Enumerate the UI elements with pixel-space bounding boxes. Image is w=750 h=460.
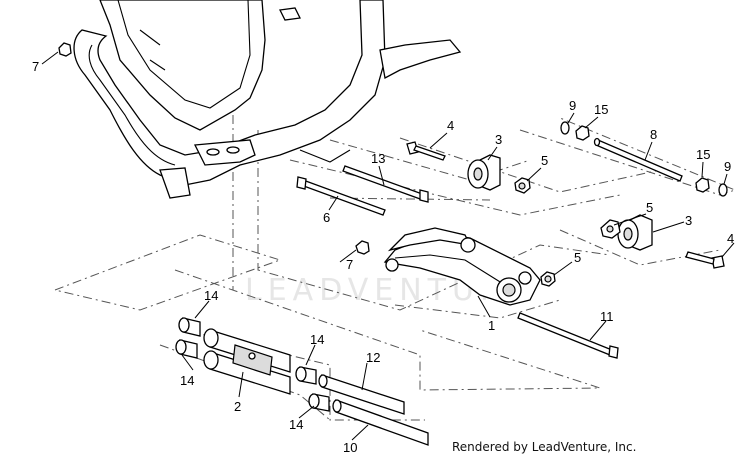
callout-14: 14 — [289, 417, 303, 432]
callout-7: 7 — [32, 59, 39, 74]
part-1-swing-arm — [383, 227, 541, 306]
callout-11: 11 — [600, 309, 614, 324]
callout-labels: 7 7 4 4 3 3 5 5 5 9 9 15 15 8 13 6 1 11 … — [32, 59, 734, 455]
part-5-nut-b — [600, 219, 621, 239]
part-9-washer-b — [718, 183, 728, 197]
part-14-sleeve-d — [308, 393, 330, 412]
callout-5: 5 — [646, 200, 653, 215]
callout-14: 14 — [180, 373, 194, 388]
render-credit: Rendered by LeadVenture, Inc. — [452, 440, 637, 454]
part-12-tube — [318, 374, 405, 415]
part-15-nut-b — [695, 177, 710, 193]
part-6-bolt — [296, 176, 386, 216]
callout-7: 7 — [346, 257, 353, 272]
callout-13: 13 — [371, 151, 385, 166]
part-5-nut-a — [514, 177, 531, 194]
part-4-bolt-b — [685, 251, 725, 269]
part-11-bolt — [517, 312, 619, 359]
part-14-sleeve-c — [295, 366, 317, 385]
part-4-bolt-a — [406, 141, 446, 161]
part-3-bushing-b — [617, 214, 653, 251]
callout-6: 6 — [323, 210, 330, 225]
callout-1: 1 — [488, 318, 495, 333]
callout-14: 14 — [310, 332, 324, 347]
part-10-tube — [332, 399, 429, 446]
callout-10: 10 — [343, 440, 357, 455]
part-7-nut-a — [58, 42, 72, 57]
part-15-nut-a — [575, 125, 590, 141]
callout-8: 8 — [650, 127, 657, 142]
leader-lines — [41, 51, 735, 441]
callout-4: 4 — [727, 231, 734, 246]
part-14-sleeve-b — [175, 339, 198, 359]
callout-15: 15 — [594, 102, 608, 117]
callout-5: 5 — [541, 153, 548, 168]
vehicle-frame — [73, 0, 462, 199]
callout-2: 2 — [234, 399, 241, 414]
callout-15: 15 — [696, 147, 710, 162]
callout-9: 9 — [569, 98, 576, 113]
part-3-bushing-a — [467, 154, 501, 191]
part-5-nut-c — [540, 271, 556, 287]
callout-14: 14 — [204, 288, 218, 303]
part-9-washer-a — [560, 121, 570, 135]
part-14-sleeve-a — [178, 317, 201, 337]
callout-4: 4 — [447, 118, 454, 133]
part-2-bracket — [203, 328, 291, 395]
part-8-pin — [593, 137, 683, 182]
callout-3: 3 — [685, 213, 692, 228]
part-7-nut-b — [355, 240, 370, 255]
callout-3: 3 — [495, 132, 502, 147]
callout-9: 9 — [724, 159, 731, 174]
part-13-bolt — [342, 165, 429, 203]
callout-5: 5 — [574, 250, 581, 265]
callout-12: 12 — [366, 350, 380, 365]
